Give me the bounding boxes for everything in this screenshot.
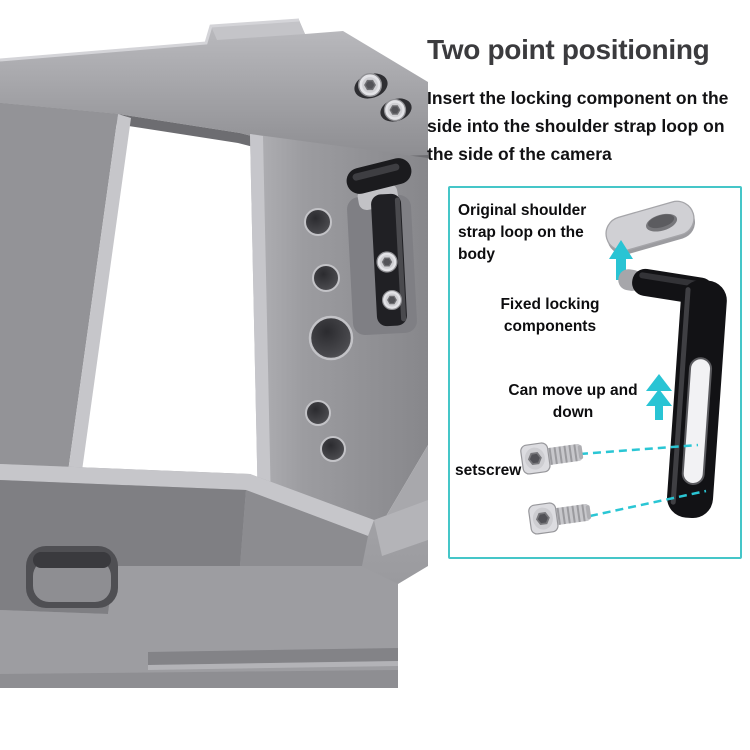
top-mounting-screws <box>354 72 412 122</box>
locking-bracket-part <box>618 268 727 519</box>
up-arrow-icon <box>609 240 633 280</box>
cage-base-plate <box>0 464 428 688</box>
base-cutout <box>26 546 118 608</box>
description-text: Insert the locking component on the side… <box>427 88 729 164</box>
setscrew-part <box>519 436 594 536</box>
label-can-move: Can move up and down <box>508 382 638 421</box>
label-fixed-locking: Fixed locking components <box>500 296 600 335</box>
label-setscrew: setscrew <box>455 462 522 479</box>
text-column: Two point positioning Insert the locking… <box>427 34 743 168</box>
callout-illustration <box>519 200 727 536</box>
label-strap-loop: Original shoulder strap loop on the body <box>458 202 587 263</box>
alignment-dashed-lines <box>579 443 707 518</box>
camera-cage-illustration <box>0 18 428 688</box>
cage-left-bar <box>0 103 131 478</box>
strap-loop-part <box>605 200 696 255</box>
locking-component-on-cage <box>346 158 417 335</box>
detail-callout-box: Original shoulder strap loop on the body… <box>448 186 742 559</box>
page-title: Two point positioning <box>427 34 710 65</box>
mounting-holes <box>304 208 354 462</box>
double-up-arrow-icon <box>646 374 672 420</box>
